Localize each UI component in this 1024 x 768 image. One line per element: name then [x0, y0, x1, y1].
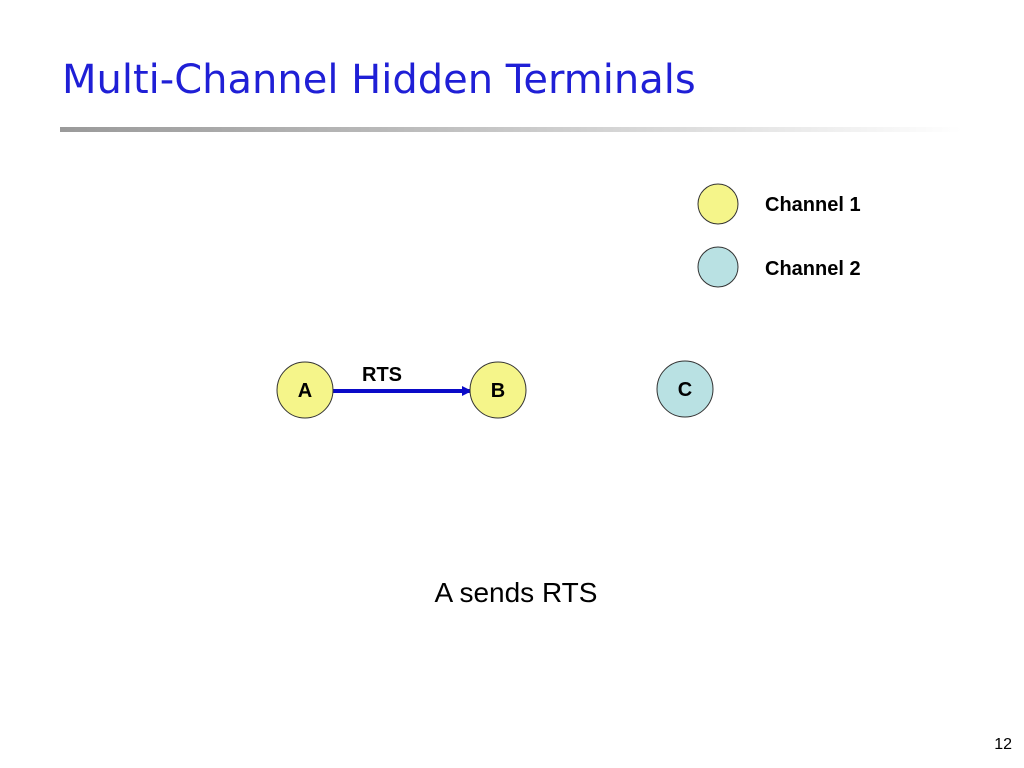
node-c-label: C: [678, 379, 692, 401]
channel-2-swatch: [697, 246, 739, 288]
channel-1-label: Channel 1: [765, 194, 861, 216]
node-a: A: [276, 361, 334, 419]
channel-1-swatch: [697, 183, 739, 225]
legend: Channel 1 Channel 2: [697, 183, 861, 288]
rts-label: RTS: [362, 364, 402, 386]
edge-a-to-b: RTS: [330, 364, 472, 396]
title-divider: [60, 127, 962, 132]
slide-caption: A sends RTS: [434, 577, 598, 608]
node-c: C: [656, 360, 714, 418]
node-b-label: B: [491, 380, 505, 402]
node-b-circle: [469, 361, 527, 419]
node-c-circle: [656, 360, 714, 418]
slide-title: Multi-Channel Hidden Terminals: [62, 57, 696, 103]
node-a-label: A: [298, 380, 312, 402]
node-b: B: [469, 361, 527, 419]
channel-2-label: Channel 2: [765, 258, 861, 280]
legend-item-channel-1: Channel 1: [697, 183, 861, 225]
legend-item-channel-2: Channel 2: [697, 246, 861, 288]
node-a-circle: [276, 361, 334, 419]
page-number: 12: [994, 736, 1012, 753]
